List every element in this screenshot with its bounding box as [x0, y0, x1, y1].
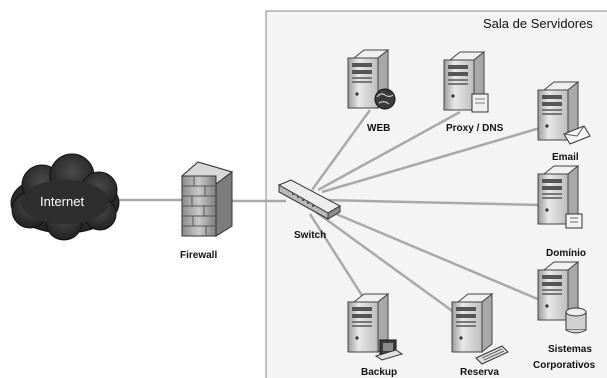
- server-room-title: Sala de Servidores: [483, 16, 593, 31]
- switch-icon: [277, 179, 342, 220]
- dominio-server-icon: [537, 165, 583, 229]
- link-switch-backup: [308, 213, 372, 309]
- proxy-dns-server-label: Proxy / DNS: [446, 123, 504, 134]
- reserva-server-icon: [451, 293, 509, 365]
- backup-server-icon: [347, 293, 404, 361]
- connection-lines: [118, 109, 541, 320]
- link-switch-sistemas: [321, 206, 541, 302]
- firewall-icon: [180, 161, 234, 237]
- link-switch-email: [321, 126, 541, 194]
- link-switch-dominio: [323, 198, 541, 207]
- email-server-label: Email: [552, 152, 579, 163]
- backup-server-label: Backup: [361, 367, 397, 378]
- link-switch-proxy: [317, 110, 461, 192]
- sistemas-server-label: Sistemas: [548, 344, 592, 355]
- sistemas-server-label-line2: Corporativos: [533, 360, 596, 371]
- link-switch-web: [310, 109, 372, 191]
- firewall-label: Firewall: [180, 250, 217, 261]
- sistemas-server-icon: [537, 261, 587, 334]
- link-switch-reserva: [315, 210, 463, 320]
- web-server-icon: [347, 49, 396, 110]
- email-server-icon: [537, 81, 591, 145]
- internet-cloud-icon: [10, 153, 120, 241]
- proxy-dns-server-icon: [443, 51, 489, 113]
- dominio-server-label: Domínio: [546, 248, 586, 259]
- internet-label: Internet: [40, 194, 84, 209]
- web-server-label: WEB: [367, 123, 390, 134]
- switch-label: Switch: [294, 230, 326, 241]
- reserva-server-label: Reserva: [460, 367, 499, 378]
